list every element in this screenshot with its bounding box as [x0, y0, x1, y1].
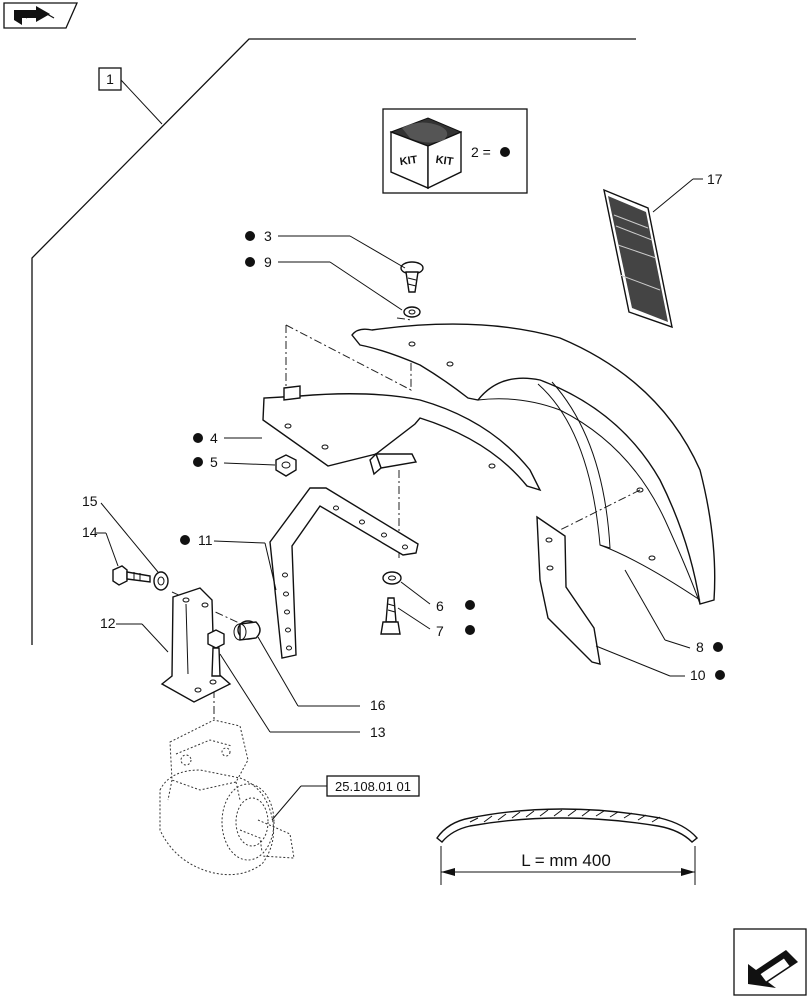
assembly-axis-7: [396, 317, 413, 321]
callout-13: 13: [370, 724, 386, 740]
hex-bolt-horizontal: [112, 565, 151, 586]
reference-box[interactable]: 25.108.01 01: [326, 775, 420, 797]
assembly-axis-5: [171, 591, 251, 629]
assembly-label: 1: [106, 71, 114, 87]
kit-box-icon: KIT KIT: [389, 117, 463, 190]
callout-11: 11: [198, 532, 213, 548]
washer-upper: [403, 306, 421, 318]
callout-12: 12: [100, 615, 116, 631]
axle-hub-reference: [159, 719, 295, 876]
mudguard-large: [351, 323, 716, 605]
extension-plate: [536, 515, 601, 665]
instruction-booklet-icon: [603, 188, 673, 329]
next-page-icon[interactable]: [733, 928, 807, 996]
kit-legend-text: 2 =: [471, 144, 491, 160]
kit-bullet: [500, 147, 510, 157]
callout-4: 4: [210, 430, 218, 446]
dimension-line: [440, 846, 696, 885]
assembly-frame-lines: [31, 38, 636, 645]
hex-bolt-bracket: [207, 629, 225, 677]
reference-label: 25.108.01 01: [335, 779, 411, 794]
kit-text-right: KIT: [435, 154, 454, 168]
callout-7: 7: [436, 623, 444, 639]
callout-8: 8: [696, 639, 704, 655]
washer-lower: [382, 571, 402, 585]
dimension-label: L = mm 400: [521, 851, 611, 870]
hex-nut: [275, 454, 297, 477]
kit-text-left: KIT: [399, 154, 418, 168]
assembly-axis-4: [559, 489, 641, 531]
support-bracket: [269, 487, 419, 659]
callout-10: 10: [690, 667, 706, 683]
rubber-strip-profile: [436, 808, 699, 843]
kit-legend-box: KIT KIT 2 =: [382, 108, 528, 194]
callout-15: 15: [82, 493, 98, 509]
callout-9: 9: [264, 254, 272, 270]
washer-bolt: [153, 571, 169, 591]
callout-6: 6: [436, 598, 444, 614]
callout-14: 14: [82, 524, 98, 540]
mudguard-small: [262, 385, 542, 492]
assembly-label-box: 1: [98, 67, 122, 91]
countersunk-screw: [400, 261, 424, 293]
callout-16: 16: [370, 697, 386, 713]
previous-page-icon[interactable]: [3, 2, 78, 29]
callout-17: 17: [707, 171, 723, 187]
callout-3: 3: [264, 228, 272, 244]
callout-5: 5: [210, 454, 218, 470]
hex-bolt-vertical: [380, 597, 401, 635]
spacer-bushing: [233, 620, 261, 641]
